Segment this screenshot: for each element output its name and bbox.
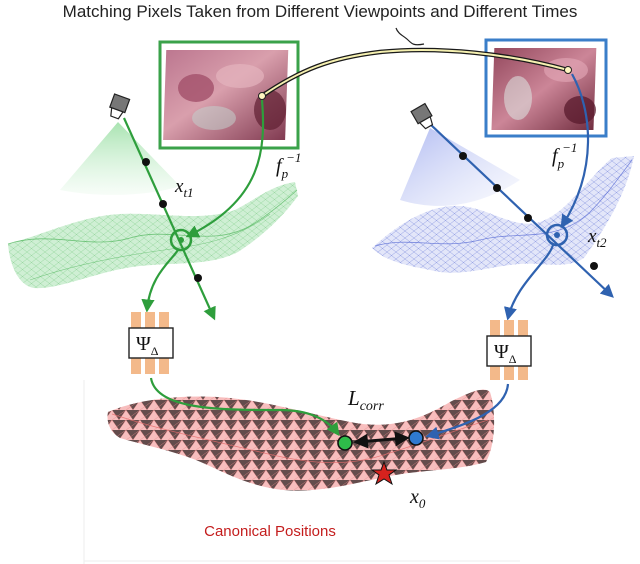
arrow-to-network-right — [504, 244, 555, 321]
correspondence-arrow — [353, 431, 410, 449]
canonical-point-time2 — [408, 430, 424, 446]
endoscope-image-time1 — [158, 40, 300, 150]
surface-canonical — [107, 389, 495, 491]
camera-ray-left — [122, 117, 216, 321]
network-label-right: ΨΔ — [494, 341, 517, 366]
title-squiggle — [395, 27, 425, 46]
network-label-left: ΨΔ — [136, 333, 159, 358]
arrow-to-network-left — [141, 249, 179, 313]
surface-time2 — [372, 156, 634, 273]
arrow-to-canonical-left — [149, 377, 340, 437]
label-xt2: xt2 — [587, 226, 607, 250]
deformation-network-icon — [128, 312, 174, 374]
inverse-projection-arrow-right — [560, 73, 590, 229]
intersection-point-right — [545, 223, 569, 247]
label-inverse-projection-left: fp−1 — [276, 150, 301, 181]
diagram-title: Matching Pixels Taken from Different Vie… — [63, 2, 578, 21]
caption-canonical-positions: Canonical Positions — [204, 523, 336, 540]
light-beam-right — [400, 128, 520, 206]
arrow-to-canonical-right — [425, 383, 510, 440]
camera-icon-right — [410, 102, 434, 130]
label-x0: x0 — [409, 486, 426, 511]
label-correspondence-loss: Lcorr — [347, 386, 384, 414]
deformation-network-icon-right — [486, 320, 532, 380]
ray-samples-left — [142, 158, 202, 282]
intersection-point-left — [169, 228, 193, 252]
canonical-point-time1 — [337, 435, 353, 451]
inverse-projection-arrow-left — [185, 99, 265, 238]
red-star-icon — [370, 460, 398, 486]
camera-icon-left — [109, 93, 131, 120]
surface-time1 — [7, 182, 298, 289]
ray-samples-right — [459, 152, 598, 270]
camera-ray-right — [429, 123, 614, 298]
label-xt1: xt1 — [174, 176, 194, 200]
label-inverse-projection-right: fp−1 — [552, 140, 577, 171]
